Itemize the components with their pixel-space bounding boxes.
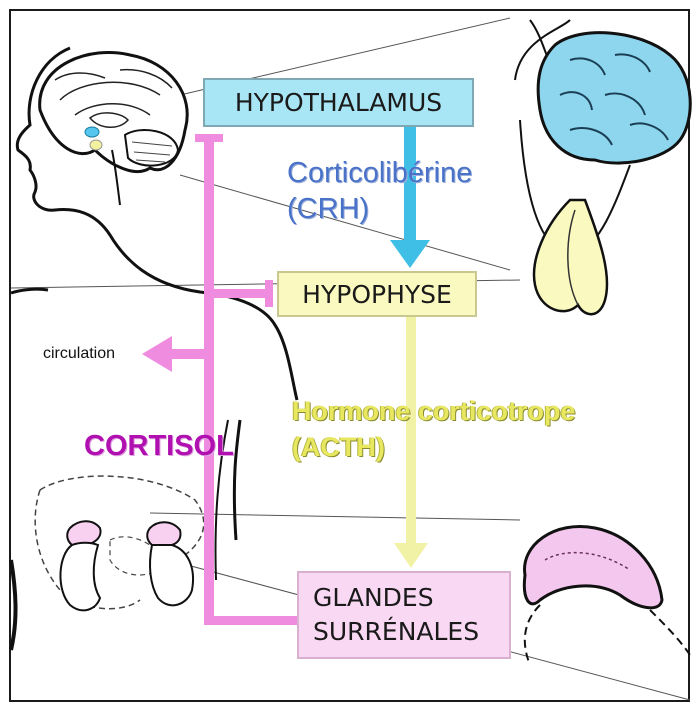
hypophyse-label: HYPOPHYSE [302,280,452,309]
acth-label-line1: Hormone corticotrope [292,393,576,429]
crh-label-line1: Corticolibérine [287,155,472,191]
brain-illustration-icon [40,52,188,205]
hypothalamus-label: HYPOTHALAMUS [235,88,442,117]
acth-label-line2: (ACTH) [292,429,576,465]
acth-label: Hormone corticotrope (ACTH) [292,393,576,465]
hypophyse-box: HYPOPHYSE [277,271,477,317]
hypothalamus-box: HYPOTHALAMUS [203,78,474,127]
cortisol-label: CORTISOL [84,430,234,463]
glandes-label-line2: SURRÉNALES [313,615,479,649]
adrenal-kidneys-illustration-icon [35,476,204,610]
crh-label: Corticolibérine (CRH) [287,155,472,227]
pituitary-illustration-icon [515,20,690,314]
glandes-label-line1: GLANDES [313,581,434,615]
crh-label-line2: (CRH) [287,191,472,227]
glandes-surrenales-box: GLANDES SURRÉNALES [297,571,511,659]
adrenal-gland-illustration-icon [524,526,690,665]
circulation-label: circulation [43,345,115,363]
